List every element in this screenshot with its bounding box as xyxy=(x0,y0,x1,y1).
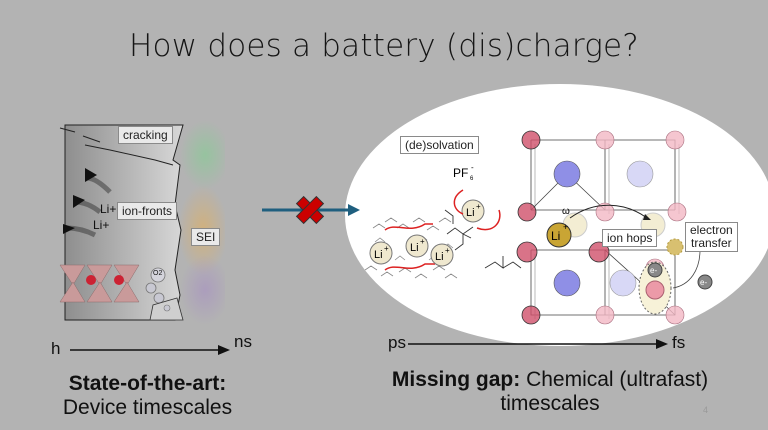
ultrafast-highlight-ellipse xyxy=(345,84,768,346)
svg-text:6: 6 xyxy=(470,176,474,182)
label-li-ion: Li+ xyxy=(93,218,110,232)
electron-transfer-arrow xyxy=(672,249,701,289)
metal-atom xyxy=(553,160,581,188)
li-dot xyxy=(114,275,124,285)
svg-text:e-: e- xyxy=(700,278,707,287)
timeline-left-arrow xyxy=(70,343,232,361)
label-sei: SEI xyxy=(191,228,221,246)
blocked-cross-icon xyxy=(295,195,325,225)
timeline-left-end: ns xyxy=(234,332,252,351)
diffusion-path xyxy=(384,223,433,231)
svg-text:-: - xyxy=(471,163,474,172)
device-scale-diagram: cracking ion-fronts SEI Li+ Li+ O2 xyxy=(55,120,230,330)
timeline-right-end: fs xyxy=(672,333,686,352)
label-electron-transfer-line2: transfer xyxy=(691,236,732,250)
svg-text:+: + xyxy=(384,244,389,253)
left-caption: State-of-the-art: Device timescales xyxy=(30,372,265,420)
ion-front-arrows xyxy=(63,168,112,238)
ion-hop-arrow xyxy=(569,204,648,219)
diffusion-path xyxy=(384,263,435,271)
electron xyxy=(647,262,663,278)
metal-atom xyxy=(626,160,654,188)
label-electron-transfer-line1: electron xyxy=(690,223,733,237)
gas-bubble xyxy=(163,304,171,312)
svg-text:+: + xyxy=(563,222,568,232)
timeline-left-start: h xyxy=(51,339,61,358)
svg-text:ω: ω xyxy=(562,206,570,217)
label-cracking: cracking xyxy=(118,126,173,144)
exchange-arrow xyxy=(453,189,464,215)
svg-text:+: + xyxy=(476,202,481,211)
gas-bubble xyxy=(153,292,165,304)
label-desolvation: (de)solvation xyxy=(400,136,479,154)
timeline-right-arrow xyxy=(408,337,670,355)
svg-text:+: + xyxy=(420,237,425,246)
electrode-illustration xyxy=(59,120,230,325)
metal-atom xyxy=(609,269,637,297)
crack-line xyxy=(84,144,174,166)
slide-title: How does a battery (dis)charge? xyxy=(129,28,639,64)
sei-purple-blob xyxy=(180,255,230,325)
svg-text:+: + xyxy=(445,246,450,255)
right-caption-text-line1: Chemical (ultrafast) xyxy=(526,368,709,391)
solvated-li-ions xyxy=(369,199,485,267)
li-dot xyxy=(86,275,96,285)
right-caption: Missing gap: Chemical (ultrafast) timesc… xyxy=(355,368,745,416)
exchange-arrow xyxy=(476,209,501,231)
sei-green-blob xyxy=(180,120,230,190)
label-electron-transfer: electron transfer xyxy=(685,222,738,252)
label-oxygen: O2 xyxy=(153,270,163,277)
oxygen-atom xyxy=(645,280,665,300)
metal-atom xyxy=(553,269,581,297)
molecular-scale-diagram: Li+ Li+ Li+ Li+ PF-6 xyxy=(355,110,738,340)
li-vacancy xyxy=(666,238,684,256)
timeline-right-start: ps xyxy=(388,333,406,352)
left-caption-text: Device timescales xyxy=(62,396,233,419)
left-caption-bold: State-of-the-art: xyxy=(68,372,227,395)
label-ion-hops: ion hops xyxy=(602,229,658,247)
svg-text:Li: Li xyxy=(551,229,560,243)
svg-text:Li: Li xyxy=(410,242,419,254)
svg-text:Li: Li xyxy=(466,207,475,219)
gas-bubble xyxy=(145,282,157,294)
active-li-ion xyxy=(546,222,572,248)
svg-text:e-: e- xyxy=(650,266,657,275)
electron xyxy=(697,274,713,290)
transition-arrow-head xyxy=(348,204,360,216)
svg-text:PF: PF xyxy=(453,166,468,180)
carbonate-molecules xyxy=(444,209,522,269)
crack-dashes xyxy=(59,127,101,143)
right-caption-bold: Missing gap: xyxy=(391,368,521,391)
label-ion-fronts: ion-fronts xyxy=(117,202,178,220)
oxygen-atoms-dark xyxy=(516,130,610,325)
crystal-triangles xyxy=(59,264,140,303)
label-li-ion: Li+ xyxy=(100,202,117,216)
svg-text:Li: Li xyxy=(435,251,444,263)
page-number: 4 xyxy=(703,405,709,415)
blocked-transition xyxy=(262,190,362,230)
oxygen-bubble xyxy=(150,267,166,283)
right-caption-text-line2: timescales xyxy=(500,392,600,415)
svg-text:Li: Li xyxy=(374,249,383,261)
